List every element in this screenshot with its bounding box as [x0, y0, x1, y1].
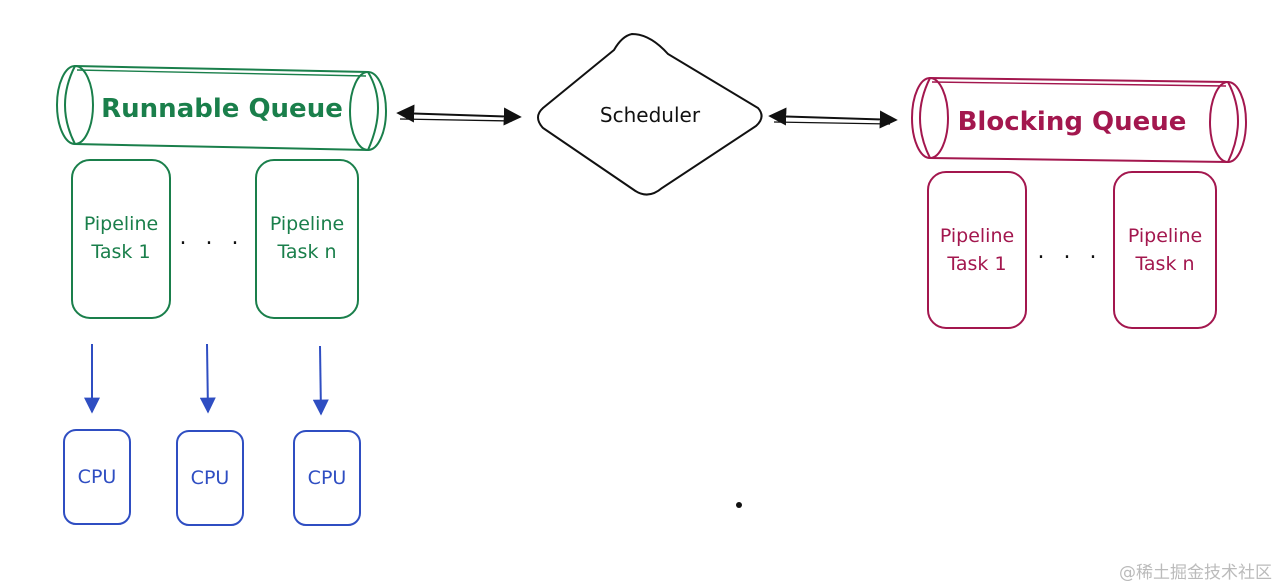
cpu-2-label: CPU: [191, 467, 230, 489]
runnable-queue-label: Runnable Queue: [101, 94, 343, 124]
scheduler: Scheduler: [537, 32, 763, 196]
runnable-task-1-line2: Task 1: [90, 241, 150, 263]
blocking-task-1-line2: Task 1: [946, 253, 1006, 275]
scheduler-label: Scheduler: [600, 103, 701, 127]
runnable-task-n: Pipeline Task n: [255, 159, 359, 319]
blocking-task-n: Pipeline Task n: [1113, 171, 1217, 329]
blocking-queue: Blocking Queue: [911, 76, 1247, 164]
runnable-task-n-line1: Pipeline: [270, 213, 344, 235]
cpu-arrows: [84, 343, 329, 416]
runnable-ellipsis: . . .: [180, 225, 245, 250]
runnable-task-1-line1: Pipeline: [84, 213, 158, 235]
blocking-task-1: Pipeline Task 1: [927, 171, 1027, 329]
blocking-ellipsis: . . .: [1038, 239, 1103, 264]
blocking-task-1-line1: Pipeline: [940, 225, 1014, 247]
cpu-1: CPU: [63, 429, 131, 525]
cpu-1-label: CPU: [78, 466, 117, 488]
blocking-task-n-line1: Pipeline: [1128, 225, 1202, 247]
cpu-2: CPU: [176, 430, 244, 526]
blocking-task-n-line2: Task n: [1134, 253, 1194, 275]
cpu-3: CPU: [293, 430, 361, 526]
runnable-queue: Runnable Queue: [56, 64, 387, 152]
stray-dot: [736, 502, 742, 508]
blocking-queue-label: Blocking Queue: [958, 107, 1187, 137]
runnable-task-n-line2: Task n: [276, 241, 336, 263]
cpu-3-label: CPU: [308, 467, 347, 489]
watermark: @稀土掘金技术社区: [1119, 563, 1272, 583]
runnable-task-1: Pipeline Task 1: [71, 159, 171, 319]
runnable-scheduler-arrow: [396, 104, 522, 126]
scheduler-blocking-arrow: [768, 107, 898, 129]
